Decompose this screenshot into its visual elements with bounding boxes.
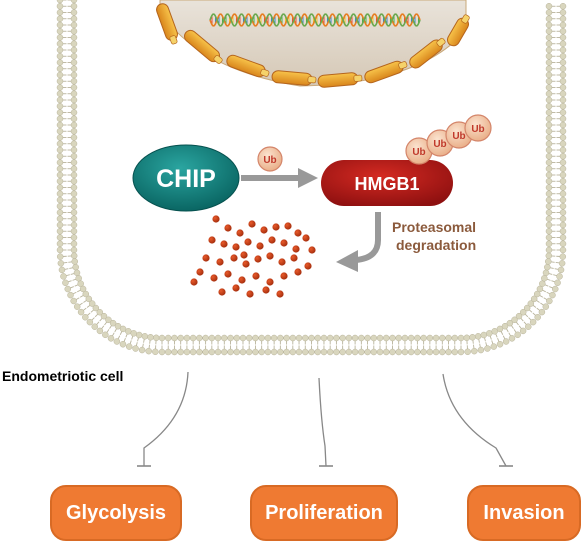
- chip-label: CHIP: [156, 165, 216, 193]
- ub-label: Ub: [263, 155, 276, 166]
- inhibition-lines: [137, 371, 513, 467]
- degradation-arrow: [336, 212, 381, 272]
- nuclear-envelope: [156, 3, 470, 88]
- hmgb1-label: HMGB1: [354, 174, 419, 194]
- outcome-invasion: Invasion: [467, 485, 581, 541]
- ub-label: Ub: [452, 131, 465, 142]
- degradation-label-line2: degradation: [396, 237, 476, 253]
- nucleus: [156, 0, 470, 88]
- polyubiquitin-chain: Ub Ub Ub Ub: [405, 114, 492, 165]
- ub-label: Ub: [433, 139, 446, 150]
- inhibition-line-invasion: [442, 373, 507, 467]
- ubiquitination-arrow: [241, 168, 318, 188]
- dna-helix: [209, 13, 421, 27]
- inhibition-line-proliferation: [318, 377, 327, 467]
- degradation-label-line1: Proteasomal: [392, 219, 476, 235]
- outcome-glycolysis: Glycolysis: [50, 485, 182, 541]
- chip-node: CHIP: [132, 144, 240, 212]
- degraded-peptides: [190, 215, 316, 298]
- outcome-proliferation: Proliferation: [250, 485, 398, 541]
- ub-tag-arrow: Ub: [257, 146, 283, 172]
- ub-label: Ub: [471, 124, 484, 135]
- cell-membrane: [56, 0, 567, 356]
- ub-label: Ub: [412, 147, 425, 158]
- inhibition-line-glycolysis: [143, 371, 189, 466]
- cell-label: Endometriotic cell: [2, 368, 124, 384]
- hmgb1-node: HMGB1: [321, 160, 453, 206]
